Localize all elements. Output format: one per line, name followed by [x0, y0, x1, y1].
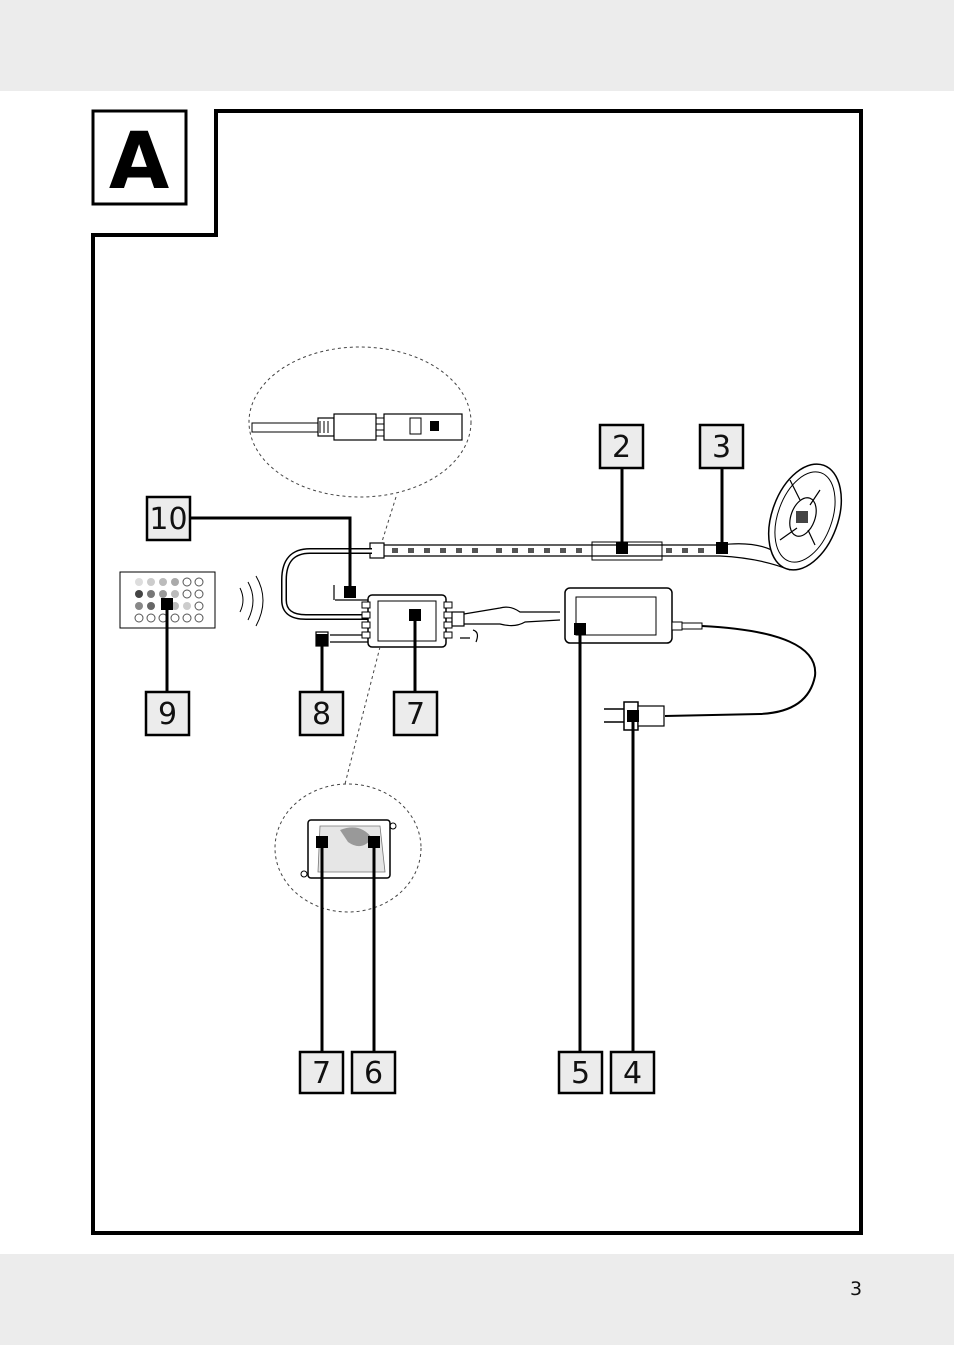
callout-9: 9 [146, 692, 189, 735]
callout-7: 7 [394, 692, 437, 735]
callout-7-detail: 7 [300, 1052, 343, 1093]
callout-9-label: 9 [158, 697, 177, 732]
callout-7-detail-label: 7 [312, 1056, 331, 1091]
callout-2: 2 [600, 425, 643, 468]
callout-4-label: 4 [623, 1056, 642, 1091]
figure-letter-box: A [93, 111, 186, 207]
callout-7-label: 7 [406, 697, 425, 732]
callout-5: 5 [559, 1052, 602, 1093]
callout-6: 6 [352, 1052, 395, 1093]
callout-10: 10 [147, 497, 190, 540]
callout-10-label: 10 [149, 502, 187, 537]
callout-8-label: 8 [312, 697, 331, 732]
callout-3-label: 3 [712, 430, 731, 465]
callout-4: 4 [611, 1052, 654, 1093]
callout-5-label: 5 [571, 1056, 590, 1091]
callout-8: 8 [300, 692, 343, 735]
controller-back-detail [275, 647, 421, 912]
led-reel [755, 454, 855, 580]
figure-letter: A [109, 117, 169, 207]
callout-3: 3 [700, 425, 743, 468]
page-number: 3 [846, 1278, 866, 1300]
ir-signal-icon [240, 576, 263, 626]
callout-6-label: 6 [364, 1056, 383, 1091]
figure-frame [93, 111, 861, 1233]
controller-box [362, 595, 452, 647]
callout-2-label: 2 [612, 430, 631, 465]
